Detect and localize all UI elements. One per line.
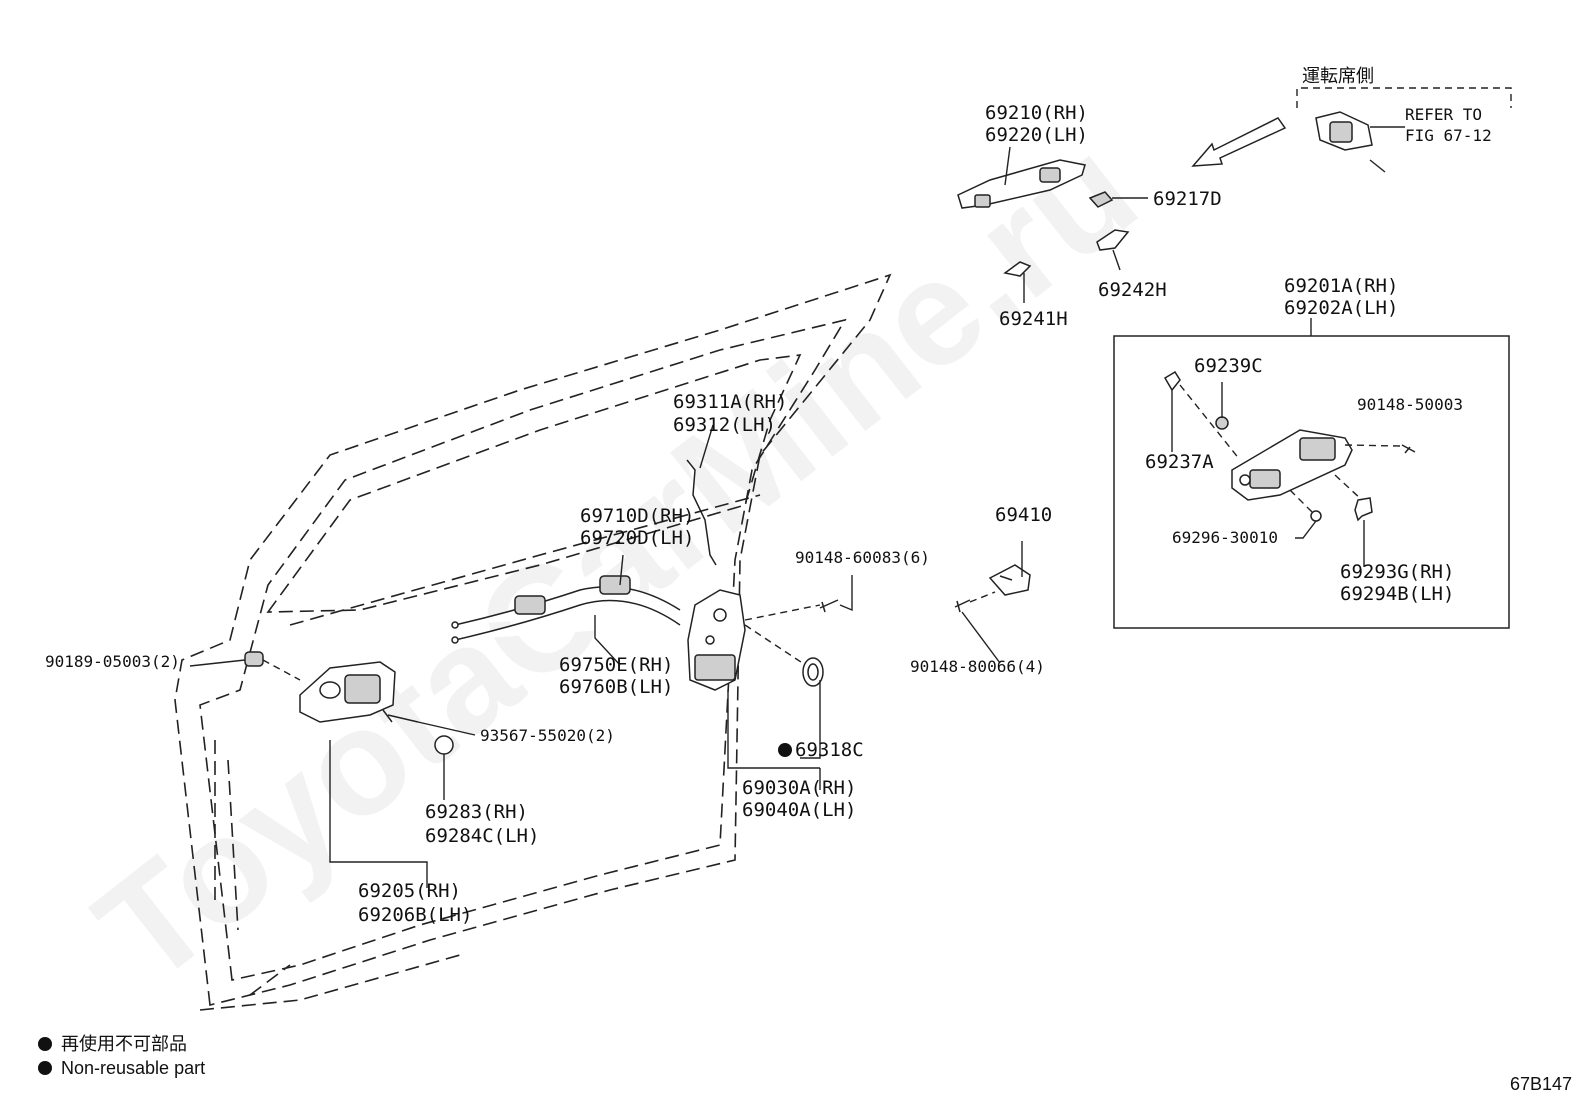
door-striker bbox=[988, 564, 1031, 596]
pad-69241H bbox=[1003, 261, 1032, 277]
label-90189-05003: 90189-05003(2) bbox=[45, 652, 180, 671]
handle-frame bbox=[1231, 429, 1353, 501]
grommet-90189 bbox=[244, 651, 264, 667]
cable-assembly bbox=[451, 575, 681, 644]
seal-69318C bbox=[802, 657, 824, 687]
leader bbox=[744, 604, 821, 621]
label-69283: 69283(RH) bbox=[425, 801, 528, 823]
label-69760B: 69760B(LH) bbox=[559, 676, 673, 698]
label-69040A: 69040A(LH) bbox=[742, 799, 856, 821]
label-69239C: 69239C bbox=[1194, 355, 1263, 377]
label-69205: 69205(RH) bbox=[358, 880, 461, 902]
leader bbox=[744, 624, 811, 669]
refer-line-2: FIG 67-12 bbox=[1405, 126, 1492, 145]
refer-header: 運転席側 bbox=[1302, 66, 1374, 86]
screw-90148-60083 bbox=[819, 599, 839, 613]
label-69294B: 69294B(LH) bbox=[1340, 583, 1454, 605]
refer-bracket bbox=[1296, 87, 1512, 108]
label-69202A: 69202A(LH) bbox=[1284, 297, 1398, 319]
label-69201A: 69201A(RH) bbox=[1284, 275, 1398, 297]
label-69284C: 69284C(LH) bbox=[425, 825, 539, 847]
label-69296-30010: 69296-30010 bbox=[1172, 528, 1278, 547]
outside-handle bbox=[957, 159, 1086, 209]
label-69312: 69312(LH) bbox=[673, 414, 776, 436]
leader bbox=[1179, 384, 1241, 461]
screw-69296 bbox=[1310, 510, 1322, 522]
bracket-69293G bbox=[1354, 497, 1373, 522]
label-69750E: 69750E(RH) bbox=[559, 654, 673, 676]
label-69220: 69220(LH) bbox=[985, 124, 1088, 146]
legend-jp: 再使用不可部品 bbox=[61, 1034, 187, 1054]
label-69293G: 69293G(RH) bbox=[1340, 561, 1454, 583]
screw-93567 bbox=[382, 709, 419, 723]
spring-69239C bbox=[1215, 416, 1229, 430]
legend-dot-jp bbox=[38, 1037, 52, 1051]
label-69720D: 69720D(LH) bbox=[580, 527, 694, 549]
inside-handle bbox=[299, 661, 396, 723]
door-outline bbox=[174, 273, 892, 1011]
label-69311A: 69311A(RH) bbox=[673, 391, 787, 413]
label-69710D: 69710D(RH) bbox=[580, 505, 694, 527]
screw-90148-80066 bbox=[954, 599, 971, 613]
key-cylinder bbox=[1315, 111, 1386, 173]
label-69242H: 69242H bbox=[1098, 279, 1167, 301]
door-lock-assembly bbox=[687, 589, 746, 691]
label-69210: 69210(RH) bbox=[985, 102, 1088, 124]
figure-id: 67B147 bbox=[1510, 1074, 1572, 1094]
label-93567-55020: 93567-55020(2) bbox=[480, 726, 615, 745]
pad-69242H bbox=[1096, 229, 1130, 251]
label-90148-60083: 90148-60083(6) bbox=[795, 548, 930, 567]
leader-lines bbox=[189, 146, 1365, 888]
bolt-90148-50003 bbox=[1401, 444, 1416, 454]
watermark: ToyotaCarMine.ru bbox=[66, 105, 1165, 1016]
cap-69283 bbox=[434, 735, 454, 755]
leader bbox=[1289, 489, 1313, 513]
label-69030A: 69030A(RH) bbox=[742, 777, 856, 799]
label-69206B: 69206B(LH) bbox=[358, 904, 472, 926]
label-69217D: 69217D bbox=[1153, 188, 1222, 210]
label-69241H: 69241H bbox=[999, 308, 1068, 330]
refer-line-1: REFER TO bbox=[1405, 105, 1482, 124]
clip-69237A bbox=[1163, 370, 1181, 392]
handle-pad-69217D bbox=[1088, 191, 1114, 208]
label-90148-80066: 90148-80066(4) bbox=[910, 657, 1045, 676]
label-69237A: 69237A bbox=[1145, 451, 1214, 473]
direction-arrow bbox=[1191, 117, 1287, 167]
legend-en: Non-reusable part bbox=[61, 1058, 205, 1078]
label-90148-50003: 90148-50003 bbox=[1357, 395, 1463, 414]
lock-rod bbox=[686, 459, 717, 566]
legend-dot-en bbox=[38, 1061, 52, 1075]
leader bbox=[262, 659, 301, 681]
label-69318C: 69318C bbox=[795, 739, 864, 761]
non-reusable-marker bbox=[778, 743, 792, 757]
leader bbox=[1344, 444, 1401, 447]
leader bbox=[1334, 474, 1363, 501]
leader bbox=[969, 591, 996, 603]
label-69410: 69410 bbox=[995, 504, 1052, 526]
